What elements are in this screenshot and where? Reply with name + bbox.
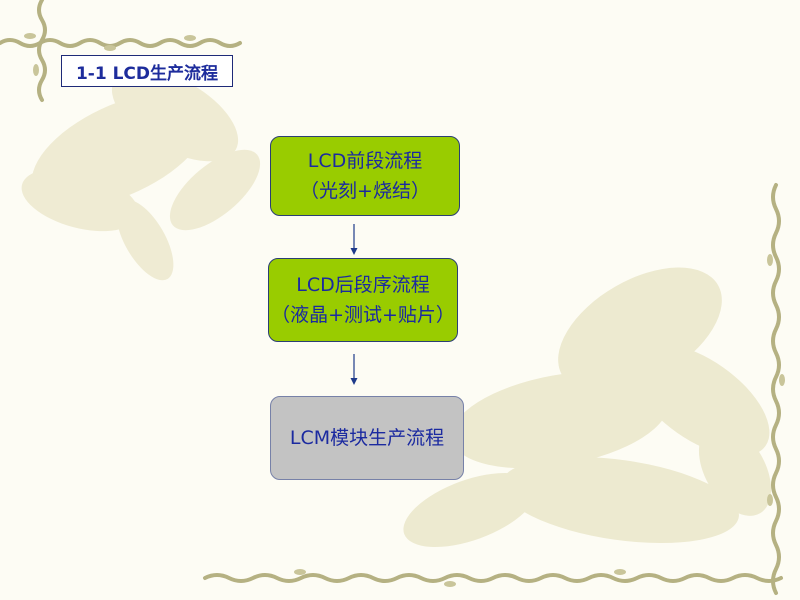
flow-node-front-process: LCD前段流程 （光刻+烧结） — [270, 136, 460, 216]
vine-leaves — [24, 33, 785, 587]
flower-watermark-bottom — [403, 267, 772, 547]
flower-watermark-top — [21, 68, 261, 281]
node-2-title: LCD后段序流程 — [296, 274, 430, 296]
node-3-title: LCM模块生产流程 — [289, 427, 445, 449]
flow-arrow-1 — [350, 224, 358, 255]
node-2-subtitle: （液晶+测试+贴片） — [271, 304, 455, 326]
node-1-subtitle: （光刻+烧结） — [300, 180, 430, 202]
flow-arrow-2 — [350, 354, 358, 385]
node-1-title: LCD前段流程 — [307, 150, 423, 172]
vine-border — [0, 0, 783, 595]
page-title: 1-1 LCD生产流程 — [61, 55, 233, 87]
flow-node-back-process: LCD后段序流程 （液晶+测试+贴片） — [268, 258, 458, 342]
page-title-text: 1-1 LCD生产流程 — [75, 63, 219, 84]
flow-node-lcm-process: LCM模块生产流程 — [270, 396, 464, 480]
